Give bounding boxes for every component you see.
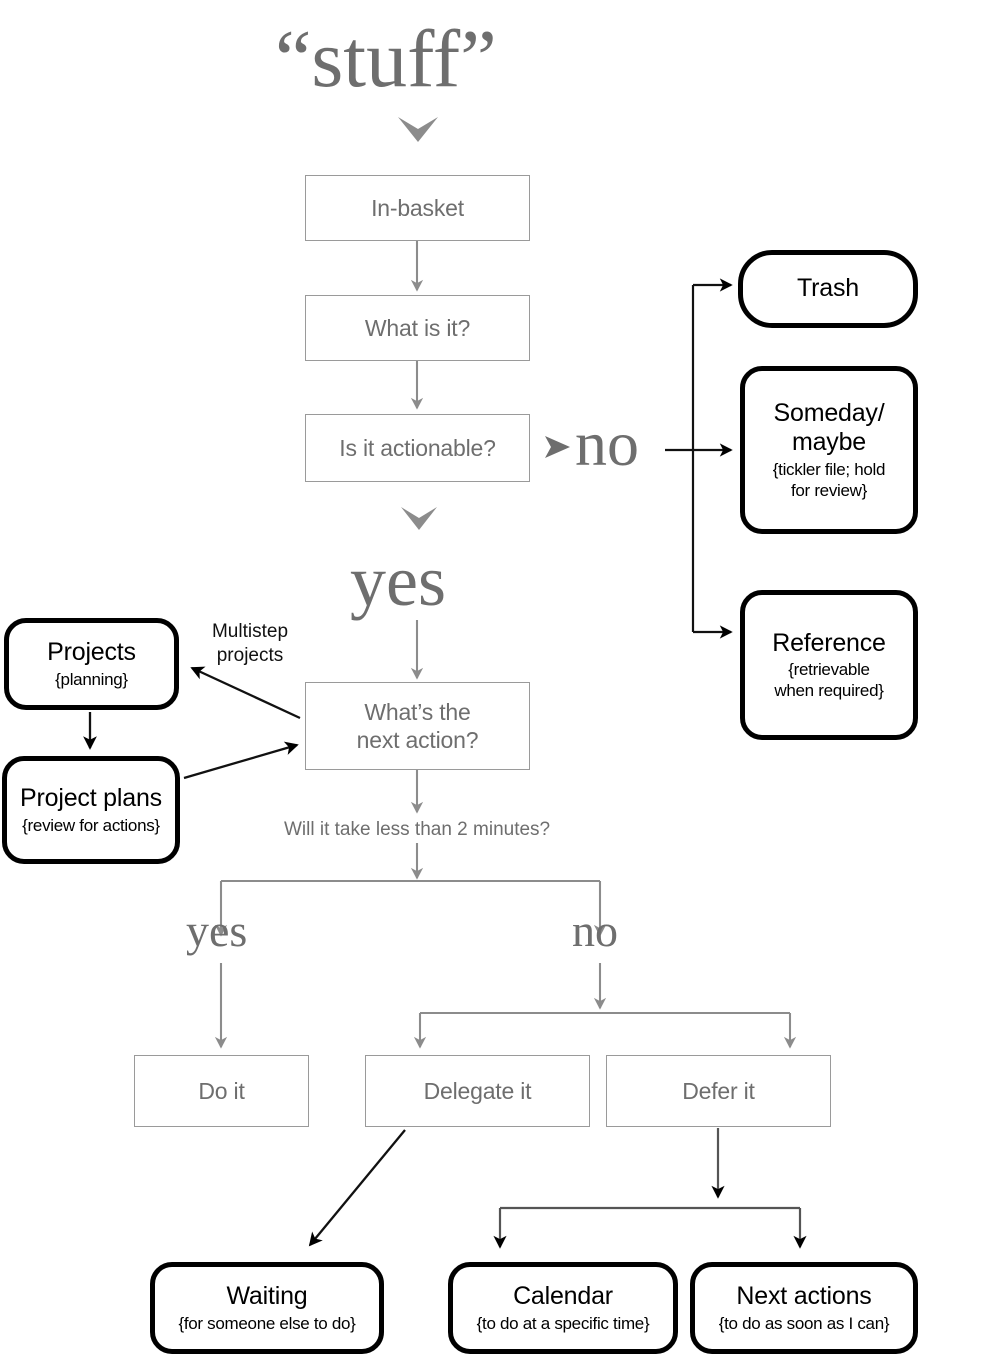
node-project-plans[interactable]: Project plans {review for actions} — [2, 756, 180, 864]
label-two-minutes-question: Will it take less than 2 minutes? — [284, 819, 551, 840]
arrow-right-icon — [545, 436, 570, 458]
node-someday-maybe[interactable]: Someday/ maybe {tickler file; hold for r… — [740, 366, 918, 534]
node-projects[interactable]: Projects {planning} — [4, 618, 179, 710]
node-reference-label: Reference — [772, 628, 886, 657]
label-multistep-projects: Multistep projects — [211, 621, 289, 666]
node-reference-sublabel: {retrievable when required} — [774, 660, 884, 701]
node-waiting-sublabel: {for someone else to do} — [178, 1313, 356, 1333]
node-delegate-it[interactable]: Delegate it — [365, 1055, 590, 1127]
node-project-plans-label: Project plans — [20, 784, 162, 813]
node-waiting[interactable]: Waiting {for someone else to do} — [150, 1262, 384, 1354]
node-do-it-label: Do it — [198, 1077, 245, 1104]
chevron-down-icon-yes — [401, 507, 437, 530]
label-yes-two-minutes: yes — [186, 905, 248, 956]
label-no-two-minutes: no — [572, 905, 618, 956]
node-trash[interactable]: Trash — [738, 250, 918, 328]
node-next-actions-label: Next actions — [736, 1282, 872, 1311]
connector-delegate-to-waiting — [308, 1129, 406, 1247]
node-defer-it[interactable]: Defer it — [606, 1055, 831, 1127]
node-what-is-it-label: What is it? — [364, 314, 471, 341]
label-yes-actionable: yes — [350, 541, 446, 621]
node-calendar-label: Calendar — [513, 1282, 613, 1311]
connector-projectplans-to-nextaction — [183, 741, 299, 780]
node-in-basket-label: In-basket — [371, 194, 464, 221]
chevron-down-icon — [398, 117, 438, 142]
node-next-actions[interactable]: Next actions {to do as soon as I can} — [690, 1262, 918, 1354]
node-project-plans-sublabel: {review for actions} — [22, 815, 160, 835]
node-trash-label: Trash — [797, 274, 859, 303]
node-waiting-label: Waiting — [226, 1282, 308, 1311]
node-what-is-it[interactable]: What is it? — [305, 295, 530, 361]
label-no-actionable: no — [575, 408, 639, 479]
node-next-actions-sublabel: {to do as soon as I can} — [718, 1313, 890, 1333]
node-projects-sublabel: {planning} — [55, 669, 128, 689]
node-delegate-it-label: Delegate it — [423, 1077, 532, 1104]
node-do-it[interactable]: Do it — [134, 1055, 309, 1127]
node-next-action-label: What’s the next action? — [356, 698, 479, 753]
node-defer-it-label: Defer it — [682, 1077, 755, 1104]
page-title: “stuff” — [275, 13, 497, 104]
node-is-it-actionable-label: Is it actionable? — [339, 434, 496, 461]
node-calendar-sublabel: {to do at a specific time} — [476, 1313, 650, 1333]
node-next-action[interactable]: What’s the next action? — [305, 682, 530, 770]
connector-nextaction-to-projects — [190, 666, 301, 720]
node-calendar[interactable]: Calendar {to do at a specific time} — [448, 1262, 678, 1354]
node-someday-maybe-label: Someday/ maybe — [773, 398, 885, 457]
node-reference[interactable]: Reference {retrievable when required} — [740, 590, 918, 740]
node-someday-maybe-sublabel: {tickler file; hold for review} — [772, 459, 886, 500]
node-in-basket[interactable]: In-basket — [305, 175, 530, 241]
node-projects-label: Projects — [47, 638, 136, 667]
node-is-it-actionable[interactable]: Is it actionable? — [305, 414, 530, 482]
